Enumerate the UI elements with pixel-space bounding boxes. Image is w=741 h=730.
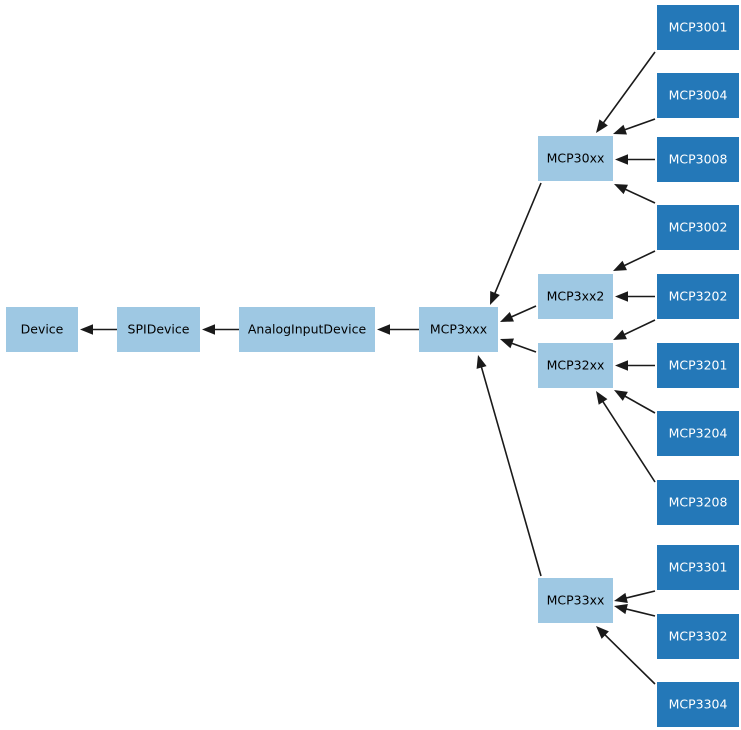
- node-box[interactable]: [538, 343, 613, 388]
- node-mcp30xx[interactable]: MCP30xx: [538, 136, 613, 181]
- node-mcp3002[interactable]: MCP3002: [657, 205, 739, 250]
- node-box[interactable]: [117, 307, 200, 352]
- arrow-head-icon: [614, 390, 628, 401]
- edge-mcp3201-to-mcp32xx: [615, 360, 655, 371]
- node-box[interactable]: [657, 73, 739, 118]
- node-box[interactable]: [657, 5, 739, 50]
- node-device[interactable]: Device: [6, 307, 78, 352]
- node-box[interactable]: [657, 411, 739, 456]
- node-mcp3xx2[interactable]: MCP3xx2: [538, 274, 613, 319]
- node-mcp33xx[interactable]: MCP33xx: [538, 578, 613, 623]
- node-mcp3204[interactable]: MCP3204: [657, 411, 739, 456]
- node-box[interactable]: [657, 274, 739, 319]
- edges-layer: [80, 51, 656, 685]
- node-box[interactable]: [657, 137, 739, 182]
- edge-line: [623, 187, 656, 204]
- edge-mcp3002-to-mcp3xx2: [613, 250, 656, 271]
- edge-line: [624, 590, 656, 600]
- edge-line: [624, 607, 656, 617]
- arrow-head-icon: [596, 119, 608, 133]
- edge-mcp3004-to-mcp30xx: [613, 118, 656, 135]
- edge-mcp3304-to-mcp33xx: [596, 626, 656, 685]
- node-box[interactable]: [6, 307, 78, 352]
- edge-line: [493, 182, 542, 296]
- arrow-head-icon: [613, 124, 627, 135]
- node-mcp32xx[interactable]: MCP32xx: [538, 343, 613, 388]
- node-mcp3301[interactable]: MCP3301: [657, 545, 739, 590]
- node-box[interactable]: [657, 480, 739, 525]
- edge-mcp30xx-to-mcp3xxx: [490, 182, 542, 305]
- node-box[interactable]: [657, 682, 739, 727]
- edge-mcp3002-to-mcp30xx: [614, 184, 656, 204]
- edge-line: [622, 319, 656, 336]
- edge-mcp3301-to-mcp33xx: [614, 590, 656, 603]
- edge-mcp3001-to-mcp30xx: [596, 51, 656, 133]
- edge-mcp3xxx-to-analoginput: [377, 324, 419, 335]
- node-mcp3008[interactable]: MCP3008: [657, 137, 739, 182]
- edge-mcp3008-to-mcp30xx: [615, 154, 655, 165]
- node-box[interactable]: [657, 343, 739, 388]
- edge-line: [509, 305, 537, 319]
- edge-mcp3208-to-mcp32xx: [596, 391, 656, 483]
- arrow-head-icon: [613, 260, 627, 271]
- edge-analoginput-to-spidevice: [202, 324, 239, 335]
- edge-mcp3204-to-mcp32xx: [614, 390, 656, 414]
- arrow-head-icon: [615, 154, 628, 165]
- node-box[interactable]: [538, 136, 613, 181]
- edge-line: [510, 341, 537, 353]
- edge-line: [623, 394, 656, 414]
- edge-mcp32xx-to-mcp3xxx: [500, 338, 537, 353]
- node-box[interactable]: [538, 578, 613, 623]
- node-mcp3208[interactable]: MCP3208: [657, 480, 739, 525]
- arrow-head-icon: [476, 355, 487, 369]
- node-box[interactable]: [657, 545, 739, 590]
- edge-line: [622, 250, 656, 267]
- node-box[interactable]: [419, 307, 498, 352]
- node-box[interactable]: [239, 307, 375, 352]
- node-spidevice[interactable]: SPIDevice: [117, 307, 200, 352]
- node-mcp3004[interactable]: MCP3004: [657, 73, 739, 118]
- edge-mcp3202-to-mcp32xx: [613, 319, 656, 340]
- edge-line: [603, 633, 656, 685]
- arrow-head-icon: [596, 391, 608, 405]
- arrow-head-icon: [500, 338, 514, 349]
- edge-line: [623, 118, 656, 132]
- node-mcp3202[interactable]: MCP3202: [657, 274, 739, 319]
- node-box[interactable]: [657, 205, 739, 250]
- arrow-head-icon: [615, 291, 628, 302]
- node-mcp3001[interactable]: MCP3001: [657, 5, 739, 50]
- arrow-head-icon: [500, 311, 514, 322]
- node-mcp3201[interactable]: MCP3201: [657, 343, 739, 388]
- edge-mcp3xx2-to-mcp3xxx: [500, 305, 537, 322]
- node-analoginput[interactable]: AnalogInputDevice: [239, 307, 375, 352]
- node-box[interactable]: [538, 274, 613, 319]
- edge-mcp3202-to-mcp3xx2: [615, 291, 655, 302]
- arrow-head-icon: [202, 324, 215, 335]
- edge-line: [480, 365, 542, 577]
- edge-mcp33xx-to-mcp3xxx: [476, 355, 542, 577]
- edge-line: [601, 51, 656, 125]
- node-mcp3304[interactable]: MCP3304: [657, 682, 739, 727]
- arrow-head-icon: [613, 329, 627, 340]
- arrow-head-icon: [596, 626, 609, 639]
- arrow-head-icon: [490, 291, 500, 305]
- arrow-head-icon: [615, 360, 628, 371]
- arrow-head-icon: [80, 324, 93, 335]
- node-mcp3302[interactable]: MCP3302: [657, 614, 739, 659]
- arrow-head-icon: [614, 604, 628, 615]
- node-box[interactable]: [657, 614, 739, 659]
- arrow-head-icon: [614, 592, 628, 603]
- edge-spidevice-to-device: [80, 324, 117, 335]
- edge-line: [601, 399, 656, 483]
- arrow-head-icon: [614, 184, 628, 195]
- arrow-head-icon: [377, 324, 390, 335]
- edge-mcp3302-to-mcp33xx: [614, 604, 656, 617]
- node-mcp3xxx[interactable]: MCP3xxx: [419, 307, 498, 352]
